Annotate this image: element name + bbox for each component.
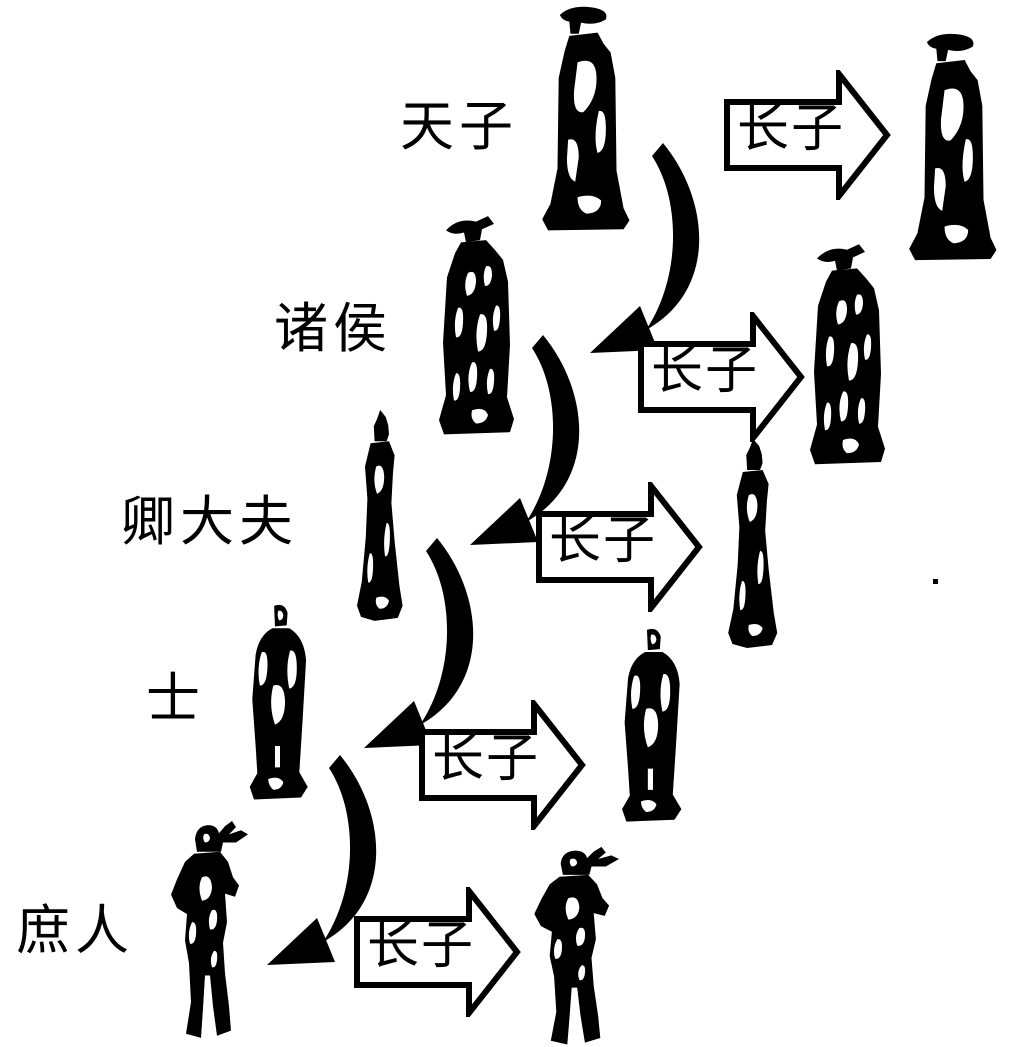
zhuhou-heir-figure-icon (810, 244, 885, 465)
rank-label-tianzi: 天子 (400, 97, 518, 157)
rank-label-qingdafu: 卿大夫 (121, 492, 298, 552)
rank-label-shi: 士 (146, 669, 205, 729)
shuren-figure-icon (171, 821, 248, 1038)
heir-arrow-label-zhuhou: 长子 (650, 343, 759, 400)
rank-label-zhuhou: 诸侯 (274, 299, 392, 359)
heir-arrow-label-shi: 长子 (431, 731, 540, 788)
shuren-heir-figure-icon (534, 846, 619, 1045)
qingdafu-heir-figure-icon (728, 439, 778, 648)
tianzi-heir-figure-icon (909, 33, 997, 261)
heir-arrow-label-qingdafu: 长子 (548, 513, 657, 570)
shi-heir-figure-icon (622, 628, 682, 822)
ink-speck (933, 579, 938, 584)
rank-label-shuren: 庶人 (16, 901, 134, 961)
heir-arrow-label-shuren: 长子 (366, 918, 475, 975)
heir-arrow-label-tianzi: 长子 (736, 101, 845, 158)
